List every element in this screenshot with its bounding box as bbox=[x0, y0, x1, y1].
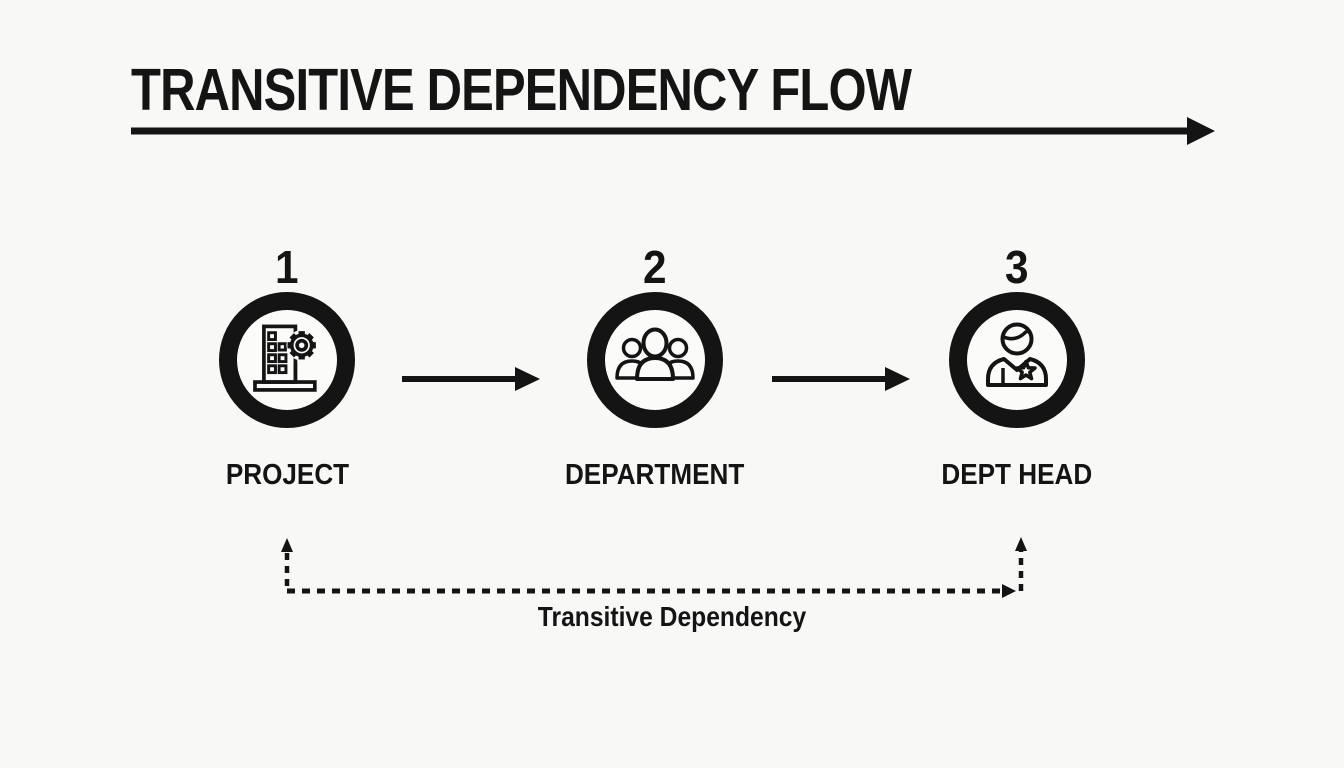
step-label-depthead: DEPT HEAD bbox=[941, 459, 1093, 491]
step-number: 3 bbox=[1005, 241, 1029, 293]
step-number: 2 bbox=[643, 241, 667, 293]
step-label-department: DEPARTMENT bbox=[565, 459, 745, 491]
person-star-icon bbox=[986, 322, 1048, 387]
step-circle-depthead bbox=[949, 292, 1085, 428]
page-title: TRANSITIVE DEPENDENCY FLOW bbox=[131, 57, 912, 123]
step-label-project: PROJECT bbox=[225, 459, 349, 491]
step-number: 1 bbox=[275, 241, 299, 293]
building-gear-icon bbox=[253, 324, 317, 392]
transitive-dependency-label: Transitive Dependency bbox=[537, 601, 807, 632]
step-circle-department bbox=[587, 292, 723, 428]
step-node-department: 2 DEPARTMENT bbox=[545, 242, 765, 492]
step-node-depthead: 3 DEPT HEAD bbox=[907, 242, 1127, 492]
arrow-department-to-depthead bbox=[772, 367, 910, 391]
people-group-icon bbox=[615, 327, 695, 381]
step-circle-project bbox=[219, 292, 355, 428]
arrow-project-to-department bbox=[402, 367, 540, 391]
transitive-dependency-connector bbox=[281, 537, 1027, 598]
step-node-project: 1 bbox=[177, 242, 397, 492]
